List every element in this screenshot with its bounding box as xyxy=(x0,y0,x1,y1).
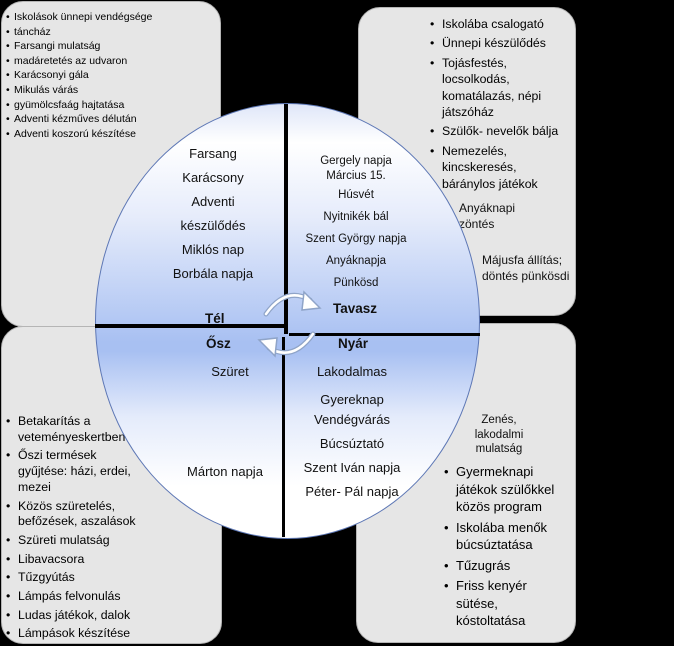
holiday-item: Anyáknapja xyxy=(325,255,387,267)
holiday-item: Szüret xyxy=(211,364,249,379)
holiday-item: Gyereknap xyxy=(320,392,384,407)
summer-title: Nyár xyxy=(338,336,369,351)
list-item: Nemezelés, kincskeresés, báránylos játék… xyxy=(430,143,570,192)
divider-vertical-bottom xyxy=(282,337,285,537)
holiday-item: készülődés xyxy=(180,218,246,233)
list-item: Lámpás felvonulás xyxy=(6,589,142,605)
spring-title: Tavasz xyxy=(333,301,378,316)
spring-activities-list: Iskolába csalogató Ünnepi készülődés Toj… xyxy=(430,16,570,195)
list-item: Ünnepi készülődés xyxy=(430,35,570,52)
list-item: Karácsonyi gála xyxy=(6,68,176,83)
holiday-item: Adventi xyxy=(191,194,235,209)
list-item: Közös szüretelés, befőzések, aszalások xyxy=(6,499,142,530)
summer-activities-list: Gyermeknapi játékok szülőkkel közös prog… xyxy=(444,463,570,633)
list-item: táncház xyxy=(6,25,176,40)
holiday-item: Nyitnikék bál xyxy=(323,211,389,223)
list-item: Iskolába menők búcsúztatása xyxy=(444,519,570,554)
holiday-item: Farsang xyxy=(189,146,237,161)
spring-holidays: Gergely napja Március 15. Húsvét Nyitnik… xyxy=(296,154,416,294)
list-item: Tojásfestés, locsolkodás, komatálazás, n… xyxy=(430,55,570,121)
list-item: Iskolába csalogató xyxy=(430,16,570,33)
autumn-activities-list: Betakarítás a veteményeskertben Őszi ter… xyxy=(6,414,142,645)
holiday-item: Péter- Pál napja xyxy=(305,484,399,499)
holiday-item: Borbála napja xyxy=(172,266,254,281)
list-item: Szülők- nevelők bálja xyxy=(430,123,570,140)
list-item: Mikulás várás xyxy=(6,83,176,98)
list-item: Adventi kézműves délután xyxy=(6,112,176,127)
spring-note-mothers-day: Anyáknapi zöntés xyxy=(459,201,516,231)
holiday-item: Gergely napja xyxy=(320,155,392,167)
summer-holidays: Lakodalmas Gyereknap Vendégvárás Búcsúzt… xyxy=(290,362,414,502)
list-item: Őszi termések gyűjtése: házi, erdei, mez… xyxy=(6,448,142,495)
list-item: Iskolások ünnepi vendégsége xyxy=(6,10,176,25)
list-item: Betakarítás a veteményeskertben xyxy=(6,414,142,445)
list-item: Lámpások készítése xyxy=(6,626,142,642)
list-item: Tűzgyútás xyxy=(6,570,142,586)
holiday-item: Március 15. xyxy=(326,170,386,182)
cycle-arrow-bottom-icon xyxy=(257,331,316,358)
list-item: Ludas játékok, dalok xyxy=(6,608,142,624)
list-item: gyümölcsfaág hajtatása xyxy=(6,98,176,113)
spring-note-maypole: Májusfa állítás; döntés pünkösdi xyxy=(482,253,570,283)
winter-title: Tél xyxy=(205,311,225,326)
cycle-arrow-top-icon xyxy=(263,290,322,317)
holiday-item: Karácsony xyxy=(182,170,244,185)
holiday-item: Vendégvárás xyxy=(314,412,390,427)
holiday-item: Húsvét xyxy=(338,189,374,201)
holiday-item: Búcsúztató xyxy=(319,436,385,451)
list-item: Friss kenyér sütése, kóstoltatása xyxy=(444,577,570,630)
list-item: Szüreti mulatság xyxy=(6,533,142,549)
summer-note-wedding: Zenés, lakodalmi mulatság xyxy=(474,414,524,456)
winter-activities-list: Iskolások ünnepi vendégsége táncház Fars… xyxy=(6,10,176,141)
holiday-item: Szent György napja xyxy=(305,233,407,245)
divider-horizontal-left xyxy=(95,324,286,328)
autumn-holidays-lower: Márton napja xyxy=(160,464,290,479)
divider-horizontal-right xyxy=(289,333,480,336)
holiday-item: Szent Iván napja xyxy=(303,460,401,475)
holiday-item: Miklós nap xyxy=(181,242,245,257)
winter-holidays: Farsang Karácsony Adventi készülődés Mik… xyxy=(148,142,278,286)
autumn-title: Ősz xyxy=(206,336,231,351)
list-item: madáretetés az udvaron xyxy=(6,54,176,69)
holiday-item: Márton napja xyxy=(187,464,263,479)
holiday-item: Lakodalmas xyxy=(316,364,388,379)
list-item: Gyermeknapi játékok szülőkkel közös prog… xyxy=(444,463,570,516)
list-item: Adventi koszorú készítése xyxy=(6,127,176,142)
list-item: Tűzugrás xyxy=(444,557,570,575)
list-item: Farsangi mulatság xyxy=(6,39,176,54)
autumn-holidays: Szüret xyxy=(190,364,270,379)
holiday-item: Pünkösd xyxy=(333,277,379,289)
list-item: Libavacsora xyxy=(6,552,142,568)
divider-vertical-top xyxy=(284,104,288,334)
